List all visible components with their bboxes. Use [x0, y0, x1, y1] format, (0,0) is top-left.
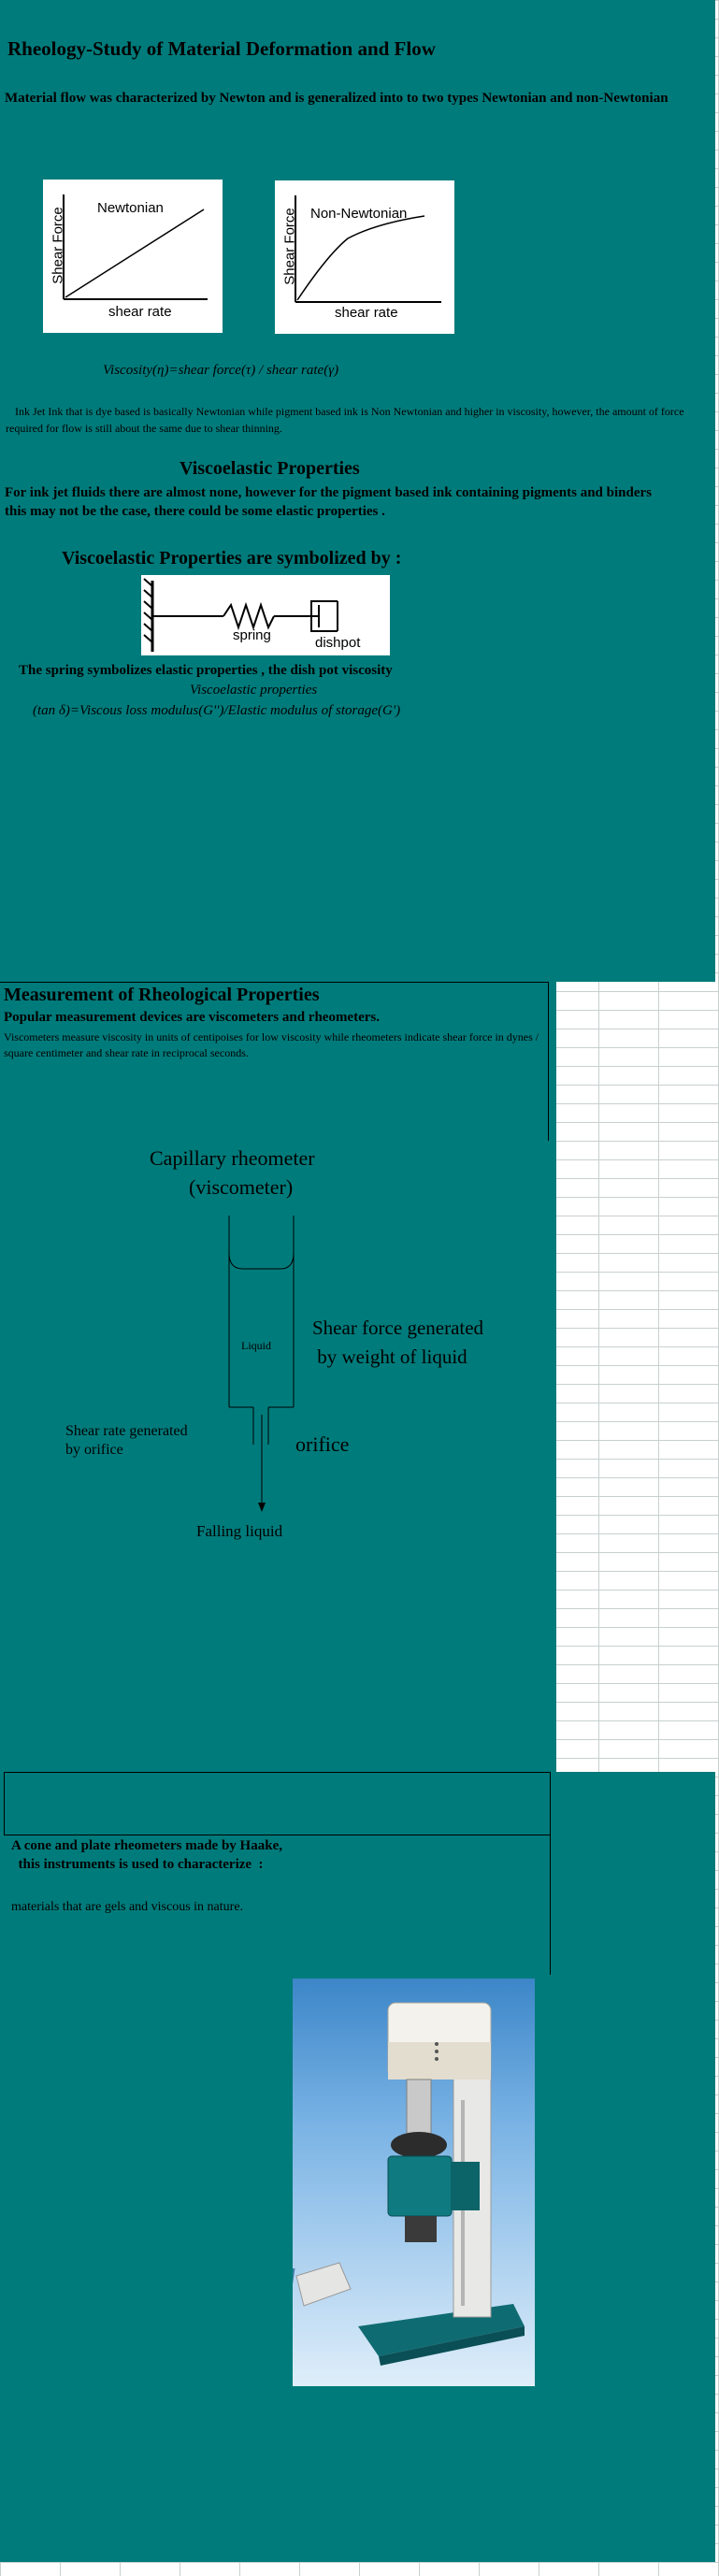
newtonian-graph: Newtonian Shear Force shear rate — [43, 180, 223, 333]
cone-heading-line1: A cone and plate rheometers made by Haak… — [11, 1838, 282, 1853]
controller-unit — [295, 2262, 352, 2307]
non-newtonian-ylabel: Shear Force — [281, 208, 298, 285]
viscoelastic-paragraph: For ink jet fluids there are almost none… — [5, 485, 652, 519]
non-newtonian-graph-svg — [295, 195, 441, 303]
dashpot-cylinder — [310, 600, 338, 632]
falling-liquid-label: Falling liquid — [196, 1522, 283, 1540]
spring-zigzag — [223, 601, 275, 631]
newtonian-ylabel: Shear Force — [50, 207, 66, 284]
newtonian-xlabel: shear rate — [108, 304, 172, 320]
orifice-label: orifice — [295, 1432, 350, 1456]
teal-panel-top — [0, 0, 715, 982]
rheometer-illustration — [270, 2002, 525, 2366]
shear-rate-line1: Shear rate generated — [65, 1423, 188, 1439]
measurement-paragraph: Viscometers measure viscosity in units o… — [4, 1030, 539, 1059]
shear-force-line1: Shear force generated — [312, 1317, 484, 1339]
viscoelastic-heading: Viscoelastic Properties — [180, 458, 360, 479]
measurement-top-border — [0, 982, 549, 983]
non-newtonian-graph: Non-Newtonian Shear Force shear rate — [275, 180, 454, 334]
cone-paragraph: materials that are gels and viscous in n… — [11, 1900, 244, 1914]
rheometer-spindle — [406, 2079, 432, 2137]
page-title: Rheology-Study of Material Deformation a… — [7, 37, 436, 60]
spring-dashpot-svg — [143, 578, 338, 652]
falling-arrowhead — [258, 1503, 266, 1512]
symbolized-heading: Viscoelastic Properties are symbolized b… — [62, 548, 402, 568]
newtonian-label: Newtonian — [97, 200, 164, 216]
capillary-svg — [228, 1216, 295, 1512]
spring-label: spring — [233, 627, 271, 643]
intro-text: Material flow was characterized by Newto… — [5, 91, 669, 106]
controller-screen — [270, 2268, 295, 2283]
capillary-title-line2: (viscometer) — [189, 1175, 294, 1199]
cone-heading-line2: this instruments is used to characterize… — [11, 1857, 264, 1872]
measurement-subheading: Popular measurement devices are viscomet… — [4, 1010, 380, 1025]
spring-dashpot-diagram: spring dishpot — [141, 575, 390, 655]
shear-rate-line2: by orifice — [65, 1442, 123, 1458]
wall-hatching — [143, 578, 153, 643]
measurement-right-border — [548, 982, 549, 1141]
liquid-label: Liquid — [241, 1339, 271, 1352]
viscoelastic-caption: Viscoelastic properties — [190, 683, 318, 698]
non-newtonian-label: Non-Newtonian — [310, 206, 408, 222]
spring-caption: The spring symbolizes elastic properties… — [19, 663, 393, 678]
newtonian-graph-svg — [63, 194, 208, 300]
teal-panel-middle — [0, 982, 556, 1777]
liquid-meniscus — [228, 1252, 295, 1270]
shear-force-line2: by weight of liquid — [312, 1346, 467, 1368]
non-newtonian-xlabel: shear rate — [335, 305, 398, 321]
cone-section-top-box — [4, 1772, 551, 1835]
cone-section-right-border — [550, 1835, 551, 1975]
tan-formula: (tan δ)=Viscous loss modulus(G'')/Elasti… — [33, 703, 401, 718]
ink-paragraph: Ink Jet Ink that is dye based is basical… — [6, 405, 684, 435]
measuring-unit — [387, 2155, 453, 2217]
non-newtonian-curve — [296, 215, 425, 301]
dashpot-label: dishpot — [315, 635, 361, 651]
newtonian-curve — [65, 209, 205, 298]
viscosity-formula: Viscosity(η)=shear force(τ) / shear rate… — [103, 363, 339, 378]
cone-plate — [391, 2132, 447, 2158]
capillary-title-line1: Capillary rheometer — [150, 1146, 315, 1170]
rheometer-photo — [270, 1979, 535, 2386]
measurement-heading: Measurement of Rheological Properties — [4, 985, 320, 1005]
